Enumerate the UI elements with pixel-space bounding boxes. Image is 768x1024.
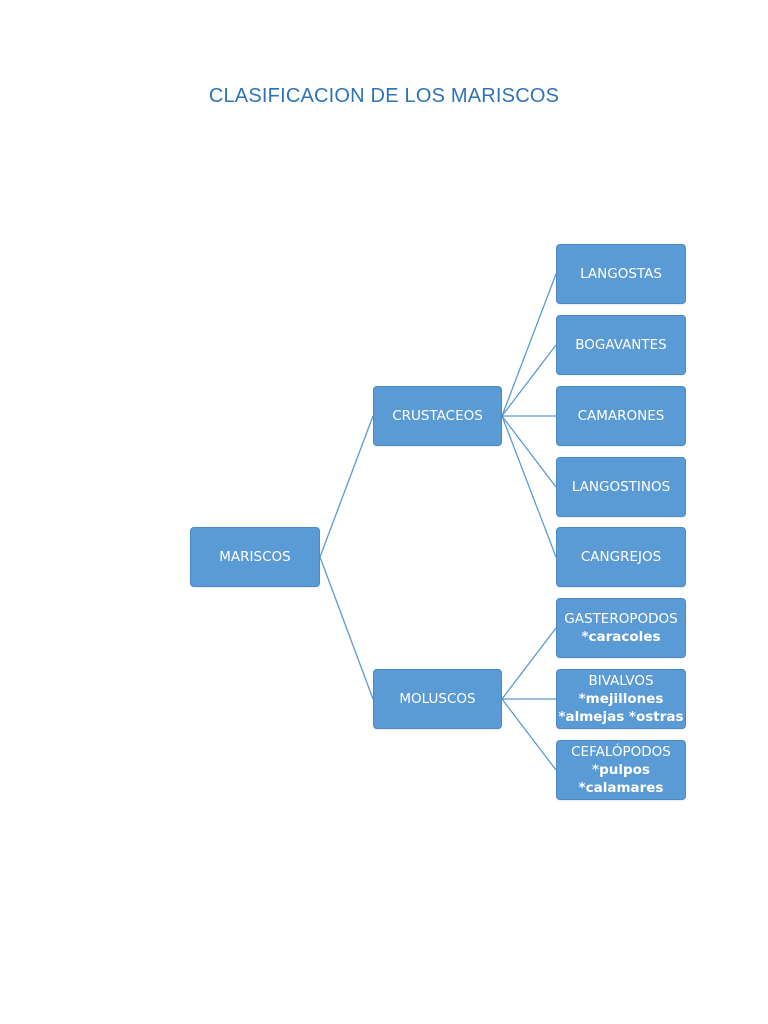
node-cefalopodos: CEFALÓPODOS *pulpos *calamares — [556, 740, 686, 800]
node-label: BIVALVOS — [588, 673, 654, 689]
node-label: MARISCOS — [219, 549, 291, 565]
connector-crustaceos-cangrejos — [501, 415, 557, 558]
diagram-title: CLASIFICACION DE LOS MARISCOS — [208, 85, 560, 107]
node-crustaceos: CRUSTACEOS — [373, 386, 502, 446]
connector-crustaceos-langostas — [501, 273, 557, 417]
node-bogavantes: BOGAVANTES — [556, 315, 686, 375]
node-label: LANGOSTAS — [580, 266, 662, 282]
node-gasteropodos: GASTEROPODOS *caracoles — [556, 598, 686, 658]
node-camarones: CAMARONES — [556, 386, 686, 446]
node-mariscos: MARISCOS — [190, 527, 320, 587]
node-detail: *calamares — [578, 780, 664, 796]
connector-moluscos-cefalopodos — [501, 698, 557, 771]
node-label: CANGREJOS — [580, 549, 662, 565]
node-label: CRUSTACEOS — [392, 408, 483, 424]
connector-root-crustaceos — [319, 415, 374, 558]
node-detail: *caracoles — [581, 629, 661, 645]
node-langostinos: LANGOSTINOS — [556, 457, 686, 517]
connector-crustaceos-langostinos — [501, 415, 557, 488]
node-label: BOGAVANTES — [575, 337, 667, 353]
node-detail: *almejas *ostras — [558, 709, 684, 725]
node-moluscos: MOLUSCOS — [373, 669, 502, 729]
connector-root-moluscos — [319, 556, 374, 700]
connector-moluscos-gasteropodos — [501, 627, 557, 700]
node-detail: *pulpos — [592, 762, 650, 778]
node-label: CEFALÓPODOS — [571, 744, 671, 760]
node-label: GASTEROPODOS — [564, 611, 678, 627]
node-label: CAMARONES — [577, 408, 665, 424]
node-cangrejos: CANGREJOS — [556, 527, 686, 587]
connector-crustaceos-bogavantes — [501, 344, 557, 417]
node-label: MOLUSCOS — [399, 691, 476, 707]
node-bivalvos: BIVALVOS *mejillones *almejas *ostras — [556, 669, 686, 729]
node-langostas: LANGOSTAS — [556, 244, 686, 304]
node-label: LANGOSTINOS — [571, 479, 671, 495]
node-detail: *mejillones — [578, 691, 664, 707]
